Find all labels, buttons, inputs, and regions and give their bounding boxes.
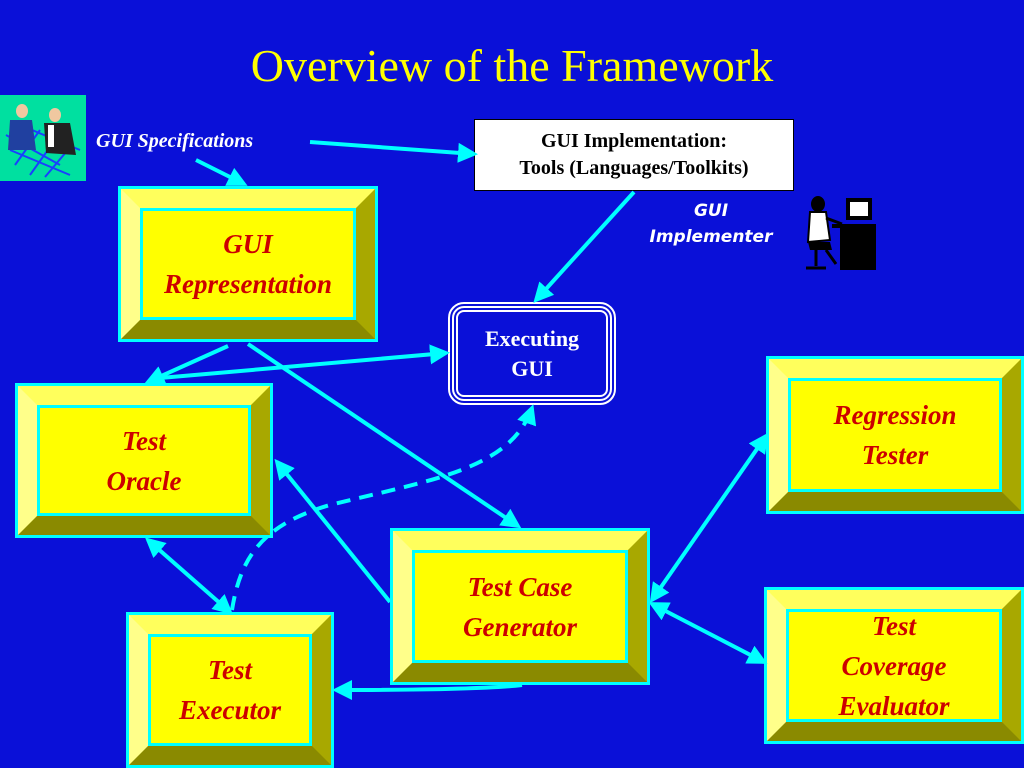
- arrow-representation-to-generator: [246, 342, 522, 529]
- arrow-representation-to-executing-gui: [159, 344, 450, 380]
- gui-implementation-line1: GUI Implementation:: [540, 130, 728, 152]
- arrow-generator-regression: [649, 432, 769, 604]
- arrow-specs-to-implementation: [309, 140, 478, 163]
- arrow-executor-to-executing-gui-dashed: [230, 404, 537, 611]
- gui-representation-line1: GUI: [223, 229, 273, 259]
- arrow-oracle-executor: [144, 537, 234, 615]
- arrow-generator-to-executor: [332, 679, 523, 700]
- test-coverage-evaluator-line1: Test: [871, 610, 916, 641]
- gui-implementation-line2: Tools (Languages/Toolkits): [519, 157, 749, 179]
- gui-specifications-label: GUI Specifications: [96, 130, 254, 152]
- executing-gui-line2: GUI: [511, 355, 553, 381]
- regression-tester-module: Regression Tester: [766, 356, 1024, 514]
- test-coverage-evaluator-module: Test Coverage Evaluator: [764, 587, 1024, 744]
- gui-implementer-line2: Implementer: [649, 227, 773, 247]
- executing-gui-line1: Executing: [484, 325, 580, 351]
- gui-representation-module: GUI Representation: [118, 186, 378, 342]
- test-coverage-evaluator-line3: Evaluator: [838, 690, 950, 721]
- arrow-representation-to-oracle: [144, 344, 229, 385]
- regression-tester-line2: Tester: [861, 440, 929, 470]
- test-coverage-evaluator-line2: Coverage: [841, 650, 947, 681]
- test-oracle-line2: Oracle: [106, 465, 182, 496]
- test-executor-line2: Executor: [178, 695, 281, 725]
- gui-implementer-line1: GUI: [693, 201, 729, 221]
- arrow-generator-to-oracle: [274, 458, 392, 604]
- gui-representation-line2: Representation: [163, 269, 332, 299]
- slide-title: Overview of the Framework: [250, 40, 774, 91]
- arrow-generator-coverage: [648, 602, 768, 664]
- person-at-computer-icon: [806, 196, 876, 270]
- regression-tester-line1: Regression: [833, 400, 957, 430]
- test-executor-module: Test Executor: [126, 612, 334, 768]
- test-case-generator-module: Test Case Generator: [390, 528, 650, 685]
- people-planning-clipart-icon: [0, 95, 86, 181]
- arrow-specs-to-representation: [195, 158, 248, 186]
- gui-implementation-box: GUI Implementation: Tools (Languages/Too…: [474, 119, 794, 191]
- test-case-generator-line1: Test Case: [467, 571, 573, 602]
- test-executor-line1: Test: [207, 655, 252, 685]
- executing-gui-box: Executing GUI: [448, 302, 616, 405]
- arrow-implementation-to-executing-gui: [533, 190, 636, 303]
- test-case-generator-line2: Generator: [463, 611, 577, 642]
- gui-implementer-label: GUI Implementer: [636, 198, 786, 250]
- test-oracle-line1: Test: [121, 425, 166, 456]
- test-oracle-module: Test Oracle: [15, 383, 273, 538]
